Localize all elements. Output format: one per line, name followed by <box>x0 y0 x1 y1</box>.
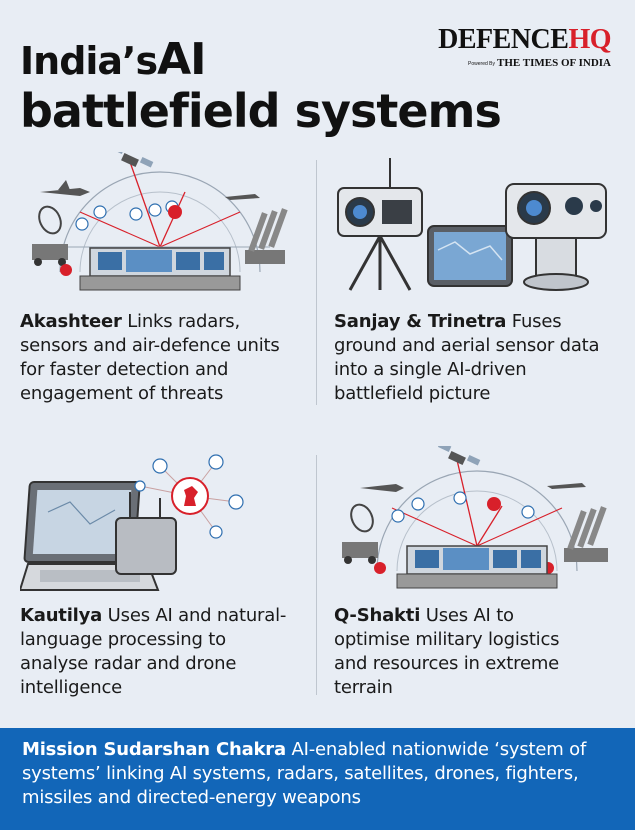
system-description: Uses AI to optimise military logistics a… <box>334 605 560 698</box>
column-divider-top <box>316 160 317 405</box>
sensor-camera-icon <box>337 158 423 291</box>
q-shakti-network-illustration <box>342 446 608 589</box>
command-console-icon <box>396 545 558 589</box>
node-icon <box>75 217 89 231</box>
fighter-jet-icon <box>40 180 90 196</box>
title-line-2: battlefield systems <box>20 84 502 138</box>
sanjay-trinetra-sensor-illustration <box>337 158 607 291</box>
footer-title: Mission Sudarshan Chakra <box>22 739 286 760</box>
node-icon <box>93 205 107 219</box>
gimbal-sensor-icon <box>505 183 607 291</box>
system-name: Sanjay & Trinetra <box>334 311 507 332</box>
brand-logo-main: DEFENCE <box>438 24 569 55</box>
column-divider-bottom <box>316 455 317 695</box>
brand-logo-accent: HQ <box>568 24 611 55</box>
satellite-icon <box>437 446 481 466</box>
threat-x-icon <box>168 205 182 219</box>
missile-launcher-icon <box>564 506 608 562</box>
node-icon <box>521 505 535 519</box>
tablet-map-icon <box>427 225 513 287</box>
threat-x-icon <box>374 562 386 574</box>
person-node-icon <box>208 454 224 470</box>
radio-unit-icon <box>115 492 177 575</box>
threat-x-icon <box>487 497 501 511</box>
node-icon <box>134 480 146 492</box>
akashteer-network-illustration <box>32 152 288 291</box>
system-card-kautilya: Kautilya Uses AI and natural-language pr… <box>20 604 290 700</box>
missile-launcher-icon <box>245 208 288 264</box>
footer-text: Mission Sudarshan Chakra AI-enabled nati… <box>22 738 622 810</box>
kautilya-laptop-illustration <box>20 454 244 591</box>
command-console-icon <box>79 247 241 291</box>
node-icon <box>129 207 143 221</box>
powered-by-label: Powered By <box>468 60 495 67</box>
system-card-q-shakti: Q-Shakti Uses AI to optimise military lo… <box>334 604 574 700</box>
person-node-icon <box>152 458 168 474</box>
system-description: Uses AI and natural-language processing … <box>20 605 287 698</box>
threat-x-icon <box>60 264 72 276</box>
node-icon <box>148 203 162 217</box>
location-node-icon <box>209 525 223 539</box>
node-icon <box>391 509 405 523</box>
node-icon <box>453 491 467 505</box>
footer-banner: Mission Sudarshan Chakra AI-enabled nati… <box>0 728 635 830</box>
radar-dish-icon <box>32 205 68 266</box>
system-card-sanjay-trinetra: Sanjay & Trinetra Fuses ground and aeria… <box>334 310 609 406</box>
system-description: Links radars, sensors and air-defence un… <box>20 311 280 404</box>
node-icon <box>411 497 425 511</box>
title-prefix: India’s <box>20 39 158 83</box>
system-description: Fuses ground and aerial sensor data into… <box>334 311 600 404</box>
system-name: Q-Shakti <box>334 605 421 626</box>
title-ai: AI <box>157 34 206 85</box>
page-title: India’sAI battlefield systems <box>20 38 502 138</box>
system-card-akashteer: Akashteer Links radars, sensors and air-… <box>20 310 305 406</box>
fighter-jet-icon <box>360 484 404 492</box>
publisher-name: THE TIMES OF INDIA <box>497 57 611 69</box>
satellite-icon <box>110 152 154 168</box>
system-name: Akashteer <box>20 311 122 332</box>
footer-description: AI-enabled nationwide ‘system of systems… <box>22 739 587 808</box>
radar-dish-icon <box>342 503 378 564</box>
drone-icon <box>225 194 260 200</box>
server-node-icon <box>228 494 244 510</box>
system-name: Kautilya <box>20 605 103 626</box>
drone-icon <box>547 483 586 489</box>
